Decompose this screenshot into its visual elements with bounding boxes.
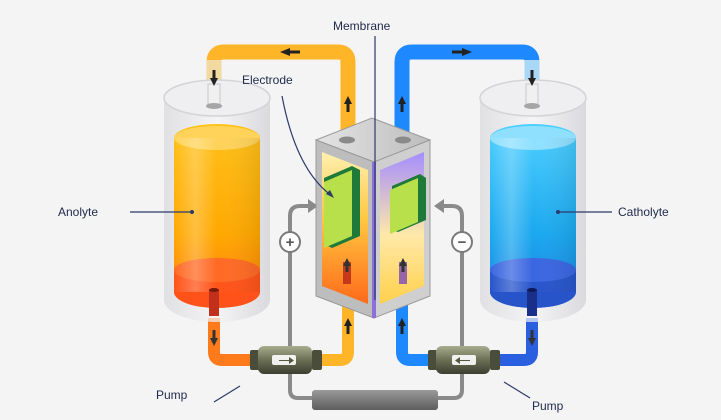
catholyte-label: Catholyte <box>618 205 669 219</box>
left-pump-arrow-icon <box>279 357 294 364</box>
arrow-down-icon <box>210 70 218 86</box>
right-wire-arrowhead <box>434 199 444 213</box>
left-wire-arrowhead <box>308 199 318 213</box>
flow-arrows <box>210 48 536 346</box>
electrode-label: Electrode <box>242 73 293 87</box>
membrane-label: Membrane <box>333 19 391 33</box>
pump-left-leader <box>213 385 241 403</box>
positive-terminal: + <box>279 231 301 253</box>
arrow-up-icon <box>398 96 406 112</box>
blue-supply-pipe-left <box>396 300 436 366</box>
electrode-leader <box>281 95 333 197</box>
arrow-up-icon <box>343 258 351 272</box>
arrow-down-icon <box>528 70 536 86</box>
left-pump[interactable] <box>250 346 322 374</box>
positive-symbol: + <box>286 234 295 251</box>
right-wire <box>438 204 464 400</box>
orange-supply-pipe-left <box>208 318 258 366</box>
negative-terminal: − <box>451 231 473 253</box>
leader-lines <box>130 36 612 403</box>
left-wire <box>288 204 312 400</box>
arrow-down-icon <box>210 330 218 346</box>
anolyte-tank <box>163 79 271 322</box>
arrow-down-icon <box>528 330 536 346</box>
electrochemical-cell <box>314 117 432 319</box>
right-electrode <box>390 178 418 234</box>
pump-right-leader <box>503 381 531 399</box>
arrow-up-icon <box>399 258 407 272</box>
right-pump-arrow-icon <box>455 357 470 364</box>
arrow-right-icon <box>452 48 472 56</box>
arrow-up-icon <box>344 318 352 334</box>
left-electrode <box>324 170 352 248</box>
load-bar <box>312 390 438 410</box>
blue-supply-pipe-right <box>492 318 538 366</box>
orange-supply-pipe-right <box>318 300 354 366</box>
pump-right-label: Pump <box>532 399 564 413</box>
pump-left-label: Pump <box>156 388 188 402</box>
arrow-up-icon <box>398 318 406 334</box>
anolyte-label: Anolyte <box>58 205 98 219</box>
catholyte-tank <box>479 79 587 322</box>
arrow-left-icon <box>280 48 300 56</box>
right-pump[interactable] <box>428 346 500 374</box>
arrow-up-icon <box>344 96 352 112</box>
external-circuit <box>288 204 464 400</box>
negative-symbol: − <box>458 234 467 251</box>
